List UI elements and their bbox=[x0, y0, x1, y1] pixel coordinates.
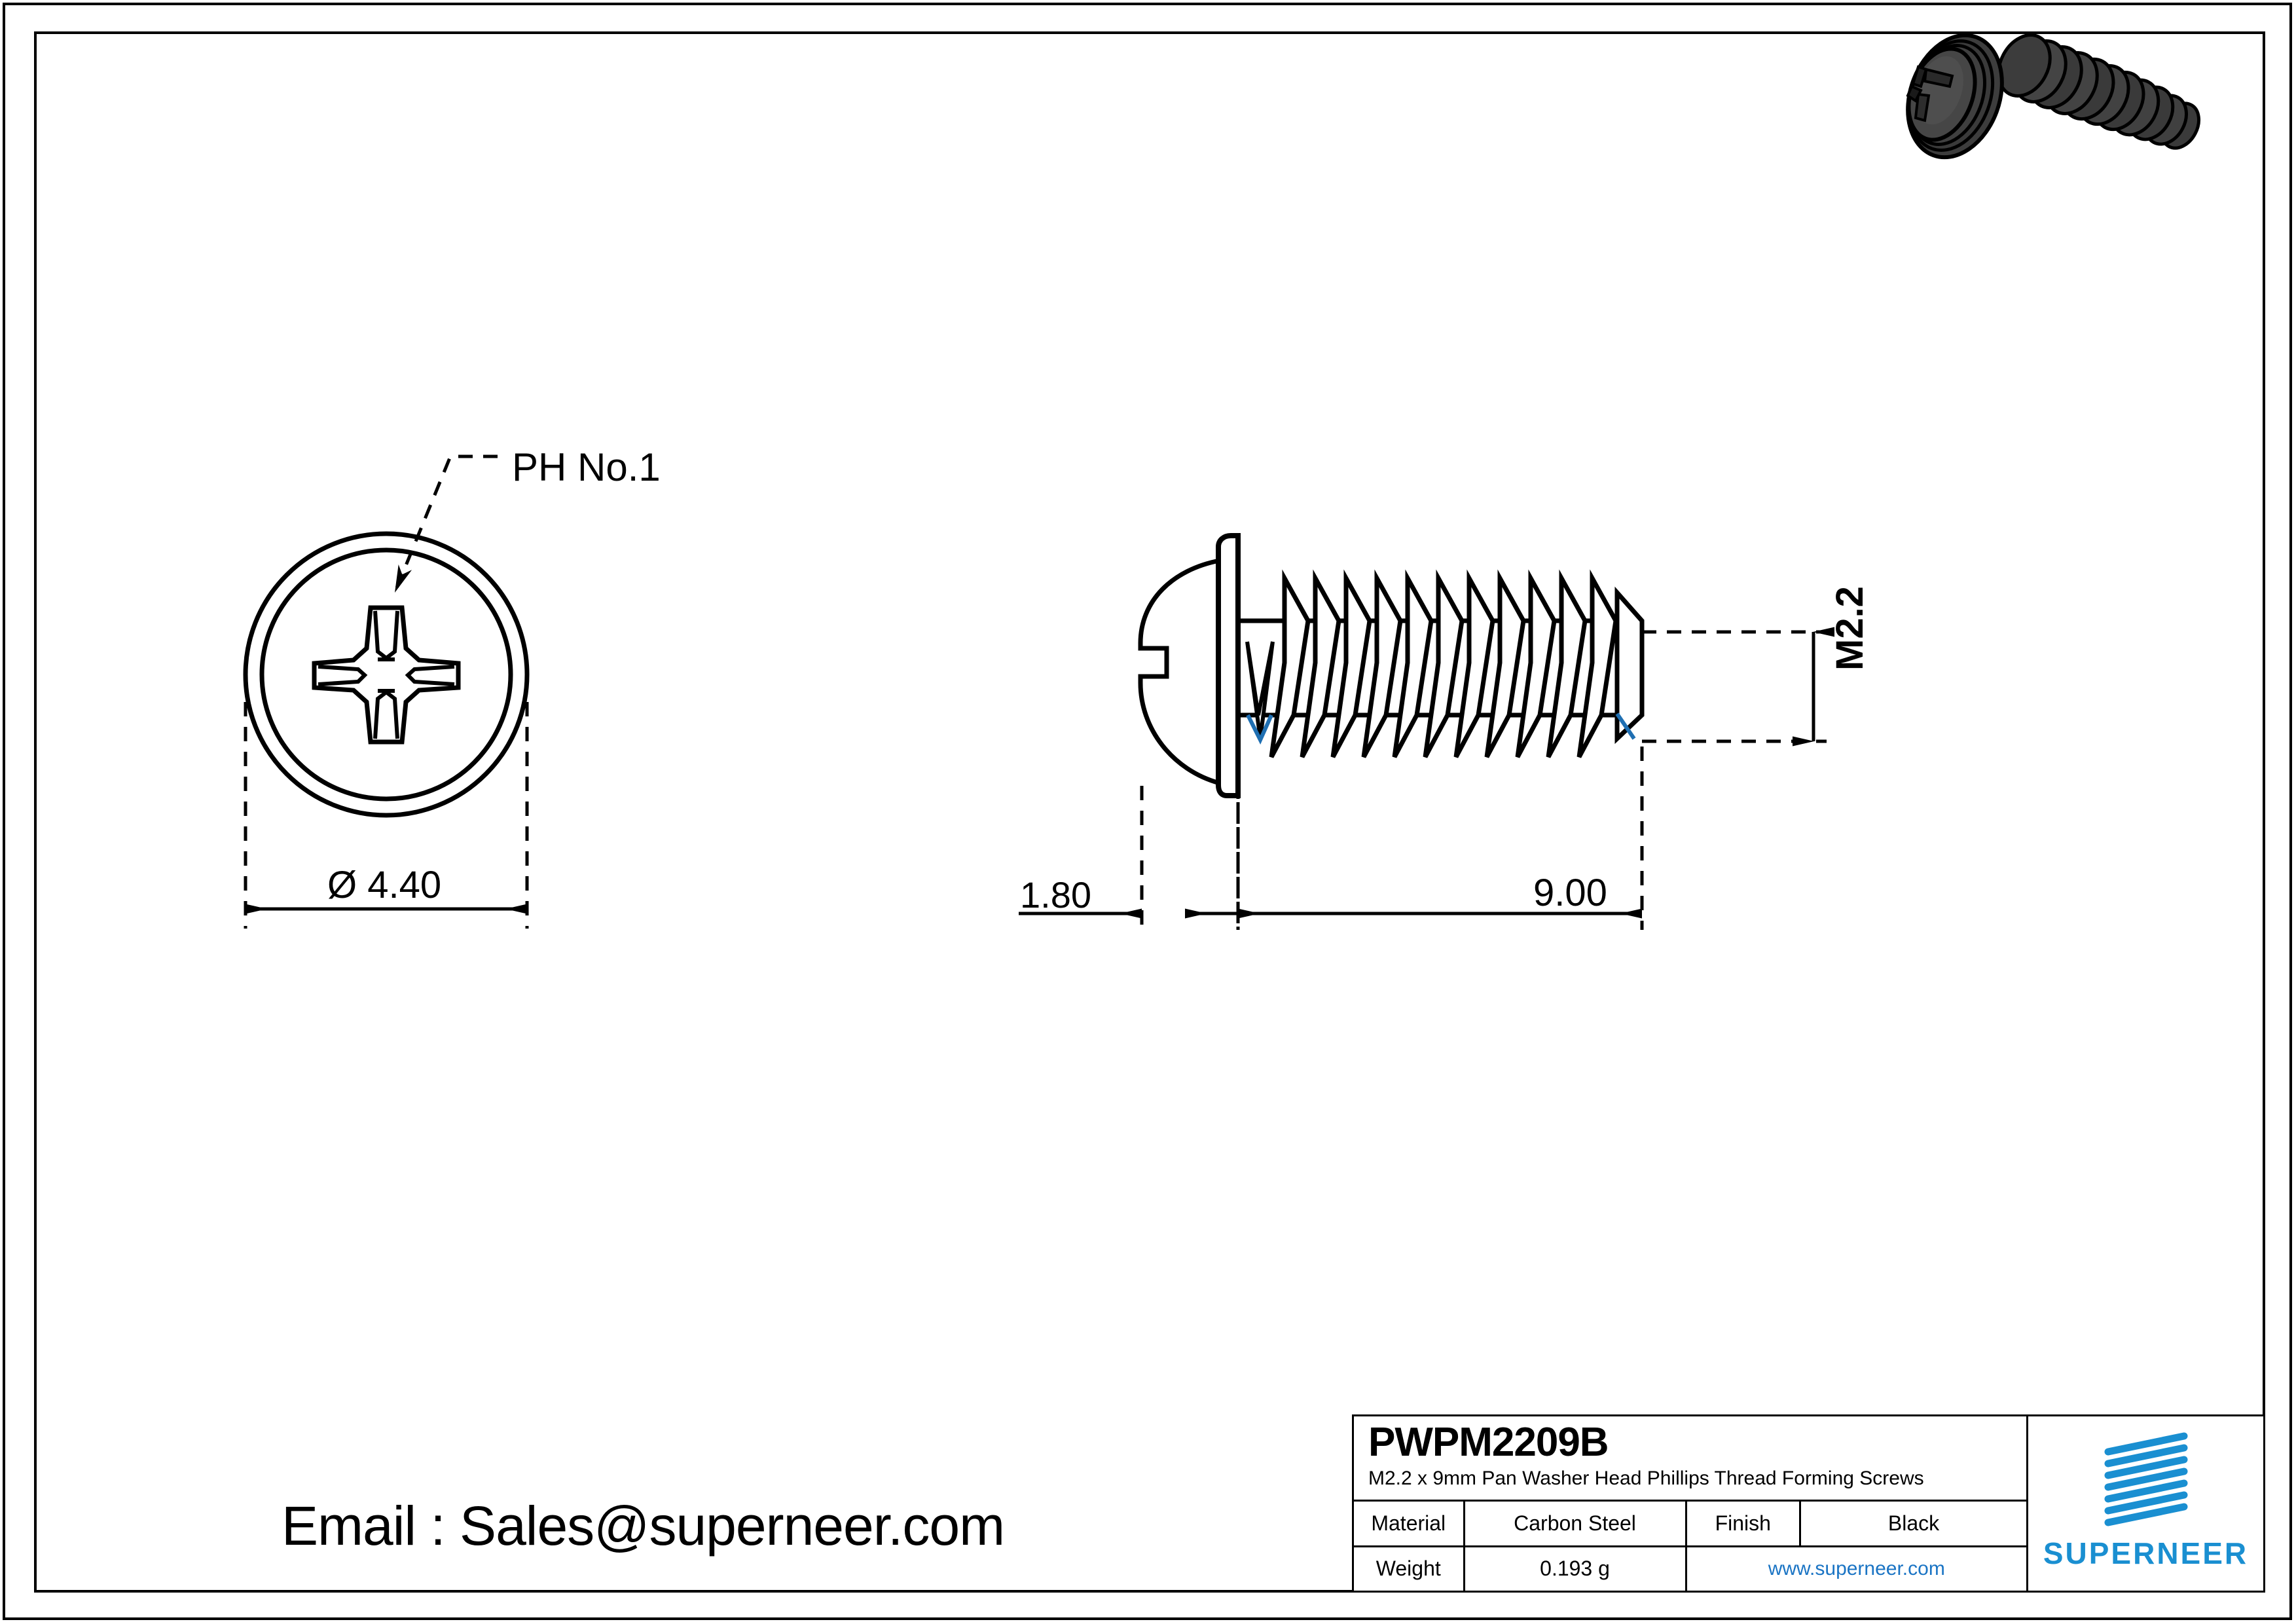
thread-length-dimension-label: 9.00 bbox=[1533, 872, 1607, 914]
title-block-row-material: Material Carbon Steel Finish Black bbox=[1354, 1502, 2026, 1547]
weight-label: Weight bbox=[1354, 1547, 1465, 1591]
page-outer-border bbox=[3, 3, 2292, 1620]
website-link[interactable]: www.superneer.com bbox=[1768, 1557, 1945, 1579]
brand-name: SUPERNEER bbox=[2043, 1536, 2249, 1570]
screw-3d-threads bbox=[1997, 33, 2201, 150]
part-number: PWPM2209B bbox=[1368, 1420, 1609, 1465]
title-block-row-weight: Weight 0.193 g www.superneer.com bbox=[1354, 1547, 2026, 1591]
screw-3d-body bbox=[1906, 33, 2201, 160]
material-value: Carbon Steel bbox=[1465, 1502, 1687, 1545]
thread-size-label: M2.2 bbox=[1829, 586, 1871, 671]
title-block-info: PWPM2209B M2.2 x 9mm Pan Washer Head Phi… bbox=[1354, 1416, 2028, 1591]
brand-logo: SUPERNEER bbox=[2028, 1416, 2263, 1591]
title-block-heading: PWPM2209B M2.2 x 9mm Pan Washer Head Phi… bbox=[1354, 1416, 2026, 1502]
title-block: PWPM2209B M2.2 x 9mm Pan Washer Head Phi… bbox=[1352, 1414, 2265, 1593]
finish-value: Black bbox=[1887, 1511, 1940, 1535]
part-description: M2.2 x 9mm Pan Washer Head Phillips Thre… bbox=[1368, 1467, 1924, 1489]
material-label: Material bbox=[1354, 1502, 1465, 1545]
superneer-logo-icon bbox=[2104, 1432, 2187, 1526]
drawing-inner-border bbox=[34, 31, 2265, 1593]
screw-3d-phillips-recess bbox=[1906, 65, 1954, 122]
pan-washer-head-phillips-screw-3d bbox=[1906, 33, 2201, 160]
weight-value: 0.193 g bbox=[1465, 1547, 1687, 1591]
head-diameter-dimension-label: Ø 4.40 bbox=[327, 864, 442, 906]
contact-email-line: Email : Sales@superneer.com bbox=[282, 1495, 1005, 1557]
ph-drive-label: PH No.1 bbox=[512, 445, 661, 489]
finish-label: Finish bbox=[1687, 1502, 1802, 1545]
head-thickness-dimension-label: 1.80 bbox=[1020, 874, 1091, 915]
